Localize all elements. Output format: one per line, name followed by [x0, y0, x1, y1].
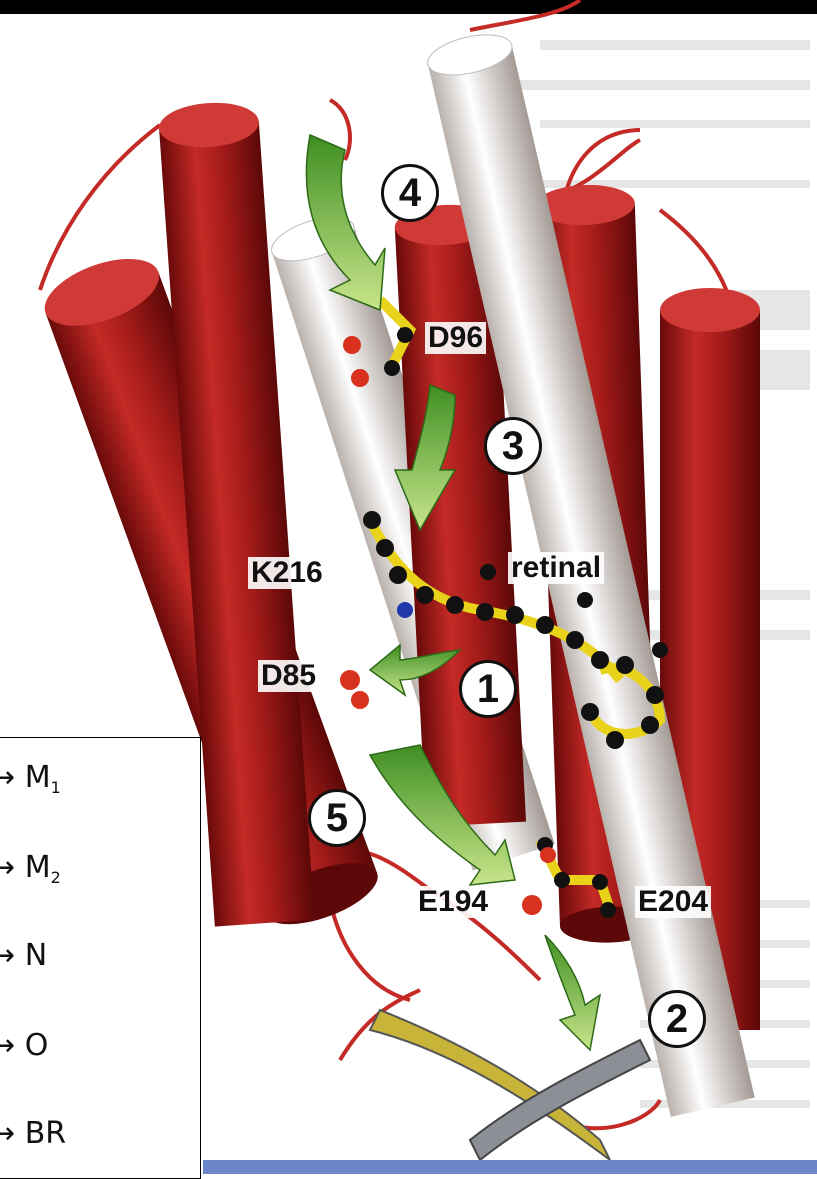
legend-row-o: → O: [0, 1028, 190, 1063]
label-dots: [480, 564, 496, 580]
legend-state: M: [25, 760, 51, 795]
residue-label-e204: E204: [635, 886, 711, 918]
legend-state: M: [25, 850, 51, 885]
legend-row-br: → BR: [0, 1116, 190, 1151]
bottom-frame-strip: [203, 1160, 817, 1174]
beta-ribbon: [370, 1010, 650, 1160]
legend-row-n: → N: [0, 938, 190, 973]
legend-row-m1: → M1: [0, 760, 190, 797]
legend-state: N: [25, 938, 47, 973]
residue-label-k216: K216: [248, 557, 326, 589]
legend-state: BR: [25, 1116, 66, 1151]
legend-subscript: 2: [51, 868, 61, 887]
arrow-icon: →: [0, 1028, 15, 1063]
arrow-icon: →: [0, 760, 15, 795]
photocycle-legend: → M1 → M2 → N → O → BR: [0, 737, 201, 1179]
residue-label-d85: D85: [258, 660, 319, 692]
retinal-label: retinal: [508, 552, 604, 584]
step-circle-2: 2: [648, 990, 706, 1048]
residue-label-d96: D96: [425, 322, 486, 354]
step-circle-1: 1: [459, 660, 517, 718]
arrow-icon: →: [0, 1116, 15, 1151]
step-circle-4: 4: [381, 164, 439, 222]
legend-row-m2: → M2: [0, 850, 190, 887]
step-circle-5: 5: [308, 789, 366, 847]
residue-label-e194: E194: [415, 886, 491, 918]
arrow-icon: →: [0, 938, 15, 973]
legend-subscript: 1: [51, 778, 61, 797]
step-circle-3: 3: [484, 417, 542, 475]
arrow-icon: →: [0, 850, 15, 885]
legend-state: O: [25, 1028, 49, 1063]
